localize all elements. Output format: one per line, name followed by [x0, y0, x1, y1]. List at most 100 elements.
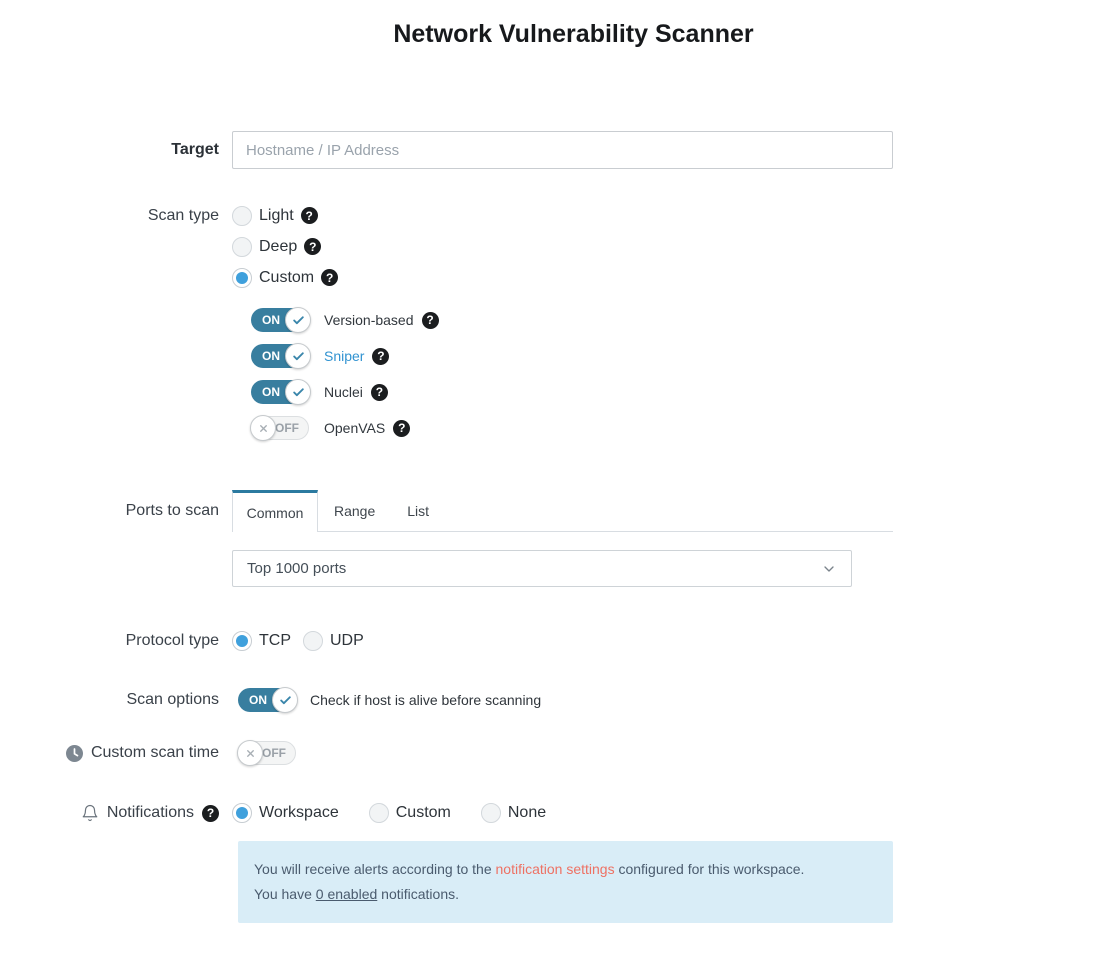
help-icon[interactable]: ? [300, 207, 318, 224]
page-title: Network Vulnerability Scanner [393, 20, 754, 48]
x-icon [246, 749, 254, 757]
protocol-option-tcp: TCP [232, 631, 291, 651]
target-label: Target [171, 141, 219, 158]
radio-light[interactable] [232, 205, 252, 226]
info-text: configured for this workspace. [614, 861, 805, 877]
target-input[interactable] [232, 131, 893, 169]
scan-options-row: Scan options ON Check if host is alive b… [0, 687, 1093, 713]
target-row: Target [0, 131, 1093, 169]
notifications-label: Notifications [106, 804, 194, 821]
host-alive-description: Check if host is alive before scanning [310, 692, 542, 708]
toggle-knob [250, 415, 276, 441]
tool-label-sniper-link[interactable]: Sniper [324, 348, 365, 364]
info-text: You have [254, 886, 316, 902]
scan-options-label: Scan options [126, 691, 219, 708]
tool-label-version-based: Version-based [324, 312, 414, 328]
protocol-row: Protocol type TCP UDP [0, 631, 1093, 651]
toggle-state-label: ON [262, 385, 280, 399]
clock-icon [65, 744, 83, 762]
toggle-state-label: OFF [275, 421, 299, 435]
toggle-nuclei[interactable]: ON [251, 379, 311, 405]
info-text: notifications. [377, 886, 459, 902]
help-icon[interactable]: ? [202, 804, 219, 822]
radio-deep-label: Deep [259, 237, 298, 255]
toggle-custom-scan-time[interactable]: OFF [237, 740, 296, 766]
ports-label: Ports to scan [125, 502, 219, 519]
ports-select-value: Top 1000 ports [247, 560, 347, 577]
scan-type-option-custom: Custom ? [232, 267, 439, 288]
ports-select[interactable]: Top 1000 ports [232, 550, 852, 587]
x-icon [259, 424, 267, 432]
protocol-label: Protocol type [125, 632, 219, 649]
toggle-state-label: ON [262, 349, 280, 363]
tool-row-nuclei: ON Nuclei ? [251, 379, 439, 405]
toggle-state-label: ON [262, 313, 280, 327]
bell-icon [82, 804, 98, 822]
info-line-1: You will receive alerts according to the… [254, 857, 877, 882]
custom-scan-time-label: Custom scan time [90, 744, 219, 761]
toggle-version-based[interactable]: ON [251, 307, 311, 333]
toggle-state-label: OFF [262, 746, 286, 760]
info-line-2: You have 0 enabled notifications. [254, 882, 877, 907]
radio-notif-custom-label: Custom [395, 804, 451, 821]
notifications-row: Notifications ? Workspace Custom None [0, 803, 1093, 823]
check-icon [292, 387, 304, 396]
help-icon[interactable]: ? [393, 419, 411, 437]
notifications-label-group: Notifications ? [0, 804, 219, 822]
ports-row: Ports to scan Common Range List Top 1000… [0, 490, 1093, 587]
custom-scan-time-row: Custom scan time OFF [0, 740, 1093, 766]
notif-option-custom: Custom [368, 803, 451, 823]
help-icon[interactable]: ? [421, 311, 439, 329]
notif-option-workspace: Workspace [232, 803, 339, 823]
scan-type-option-light: Light ? [232, 205, 439, 226]
toggle-openvas[interactable]: OFF [250, 415, 309, 441]
scan-type-row: Scan type Light ? Deep ? Custo [0, 205, 1093, 452]
radio-workspace[interactable] [232, 803, 252, 823]
radio-tcp[interactable] [232, 631, 252, 651]
help-icon[interactable]: ? [304, 238, 322, 255]
info-text: You will receive alerts according to the [254, 861, 496, 877]
scan-type-label: Scan type [147, 207, 219, 224]
toggle-sniper[interactable]: ON [251, 343, 311, 369]
check-icon [292, 315, 304, 324]
scan-type-option-deep: Deep ? [232, 236, 439, 257]
radio-light-label: Light [259, 206, 294, 224]
help-icon[interactable]: ? [321, 269, 339, 286]
tool-row-sniper: ON Sniper ? [251, 343, 439, 369]
toggle-state-label: ON [249, 693, 267, 707]
toggle-knob [285, 379, 311, 405]
tab-list[interactable]: List [407, 502, 430, 519]
chevron-down-icon [824, 565, 834, 572]
tool-label-nuclei: Nuclei [324, 384, 363, 400]
tab-common[interactable]: Common [232, 490, 318, 532]
tab-range[interactable]: Range [334, 502, 376, 519]
toggle-knob [272, 687, 298, 713]
radio-udp-label: UDP [330, 632, 364, 649]
radio-none-label: None [507, 804, 547, 821]
scanner-form: Target Scan type Light ? Deep ? [0, 131, 1093, 923]
radio-notif-custom[interactable] [368, 803, 389, 823]
radio-tcp-label: TCP [259, 632, 291, 649]
radio-custom-label: Custom [259, 268, 315, 286]
ports-tabbar: Common Range List [232, 490, 893, 532]
check-icon [279, 695, 291, 704]
notif-option-none: None [480, 803, 547, 823]
notification-settings-link[interactable]: notification settings [495, 861, 615, 877]
check-icon [292, 351, 304, 360]
tool-row-openvas: OFF OpenVAS ? [250, 415, 439, 441]
radio-workspace-label: Workspace [259, 804, 339, 821]
toggle-host-alive[interactable]: ON [238, 687, 298, 713]
toggle-knob [285, 343, 311, 369]
radio-udp[interactable] [303, 631, 323, 651]
radio-deep[interactable] [232, 236, 252, 257]
enabled-notifications-link[interactable]: 0 enabled [315, 886, 378, 902]
radio-none[interactable] [480, 803, 501, 823]
help-icon[interactable]: ? [370, 383, 388, 401]
custom-scan-time-label-group: Custom scan time [0, 744, 219, 762]
radio-custom[interactable] [232, 267, 252, 288]
tool-label-openvas: OpenVAS [324, 420, 386, 436]
toggle-knob [237, 740, 263, 766]
notification-info-box: You will receive alerts according to the… [238, 841, 893, 923]
help-icon[interactable]: ? [372, 347, 390, 365]
toggle-knob [285, 307, 311, 333]
